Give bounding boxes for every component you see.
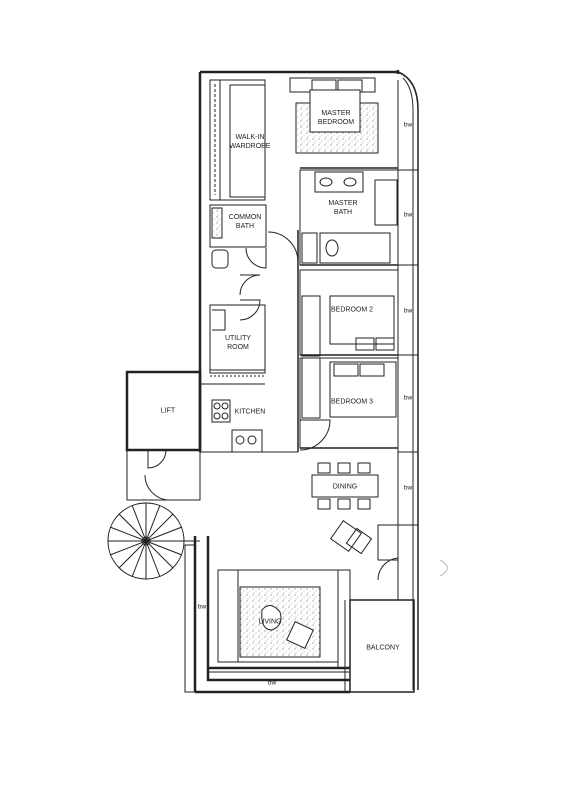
lift — [125, 370, 202, 501]
bedroom-3 — [299, 357, 399, 451]
bw-label-bedroom-3: bw — [403, 394, 413, 402]
left-bay-window — [184, 544, 196, 693]
foyer — [329, 519, 399, 600]
common-bath — [209, 204, 267, 269]
corridor-doors — [239, 231, 299, 321]
utility-room-label: UTILITY ROOM — [224, 335, 252, 351]
bw-label-master-bedroom: bw — [403, 121, 413, 129]
master-bedroom-label: MASTER BEDROOM — [317, 110, 355, 126]
kitchen — [200, 230, 299, 453]
bw-label-living-bottom: bw — [267, 679, 277, 687]
right-facade — [397, 71, 419, 690]
utility-room — [209, 304, 266, 377]
master-bath — [299, 169, 399, 271]
living-label: LIVING — [258, 618, 282, 626]
walk-in-wardrobe-label: WALK-IN WARDROBE — [229, 134, 271, 150]
spiral-staircase — [107, 502, 200, 580]
kitchen-label: KITCHEN — [234, 408, 266, 416]
dining-table — [311, 462, 379, 510]
walk-in-wardrobe — [209, 79, 266, 201]
balcony-label: BALCONY — [366, 644, 400, 652]
bw-label-dining: bw — [403, 484, 413, 492]
bw-label-living-left: bw — [197, 603, 207, 611]
master-bedroom — [289, 77, 398, 169]
north-arrow-icon — [439, 559, 448, 577]
bedroom-3-label: BEDROOM 3 — [330, 398, 374, 406]
living-area — [207, 545, 351, 680]
bw-label-master-bath: bw — [403, 211, 413, 219]
bw-label-bedroom-2: bw — [403, 307, 413, 315]
common-bath-label: COMMON BATH — [228, 214, 262, 230]
lift-label: LIFT — [160, 407, 176, 415]
balcony — [344, 599, 415, 693]
bedroom-2 — [299, 269, 399, 357]
master-bath-label: MASTER BATH — [328, 200, 358, 216]
bedroom-2-label: BEDROOM 2 — [330, 306, 374, 314]
dining-label: DINING — [332, 483, 358, 491]
